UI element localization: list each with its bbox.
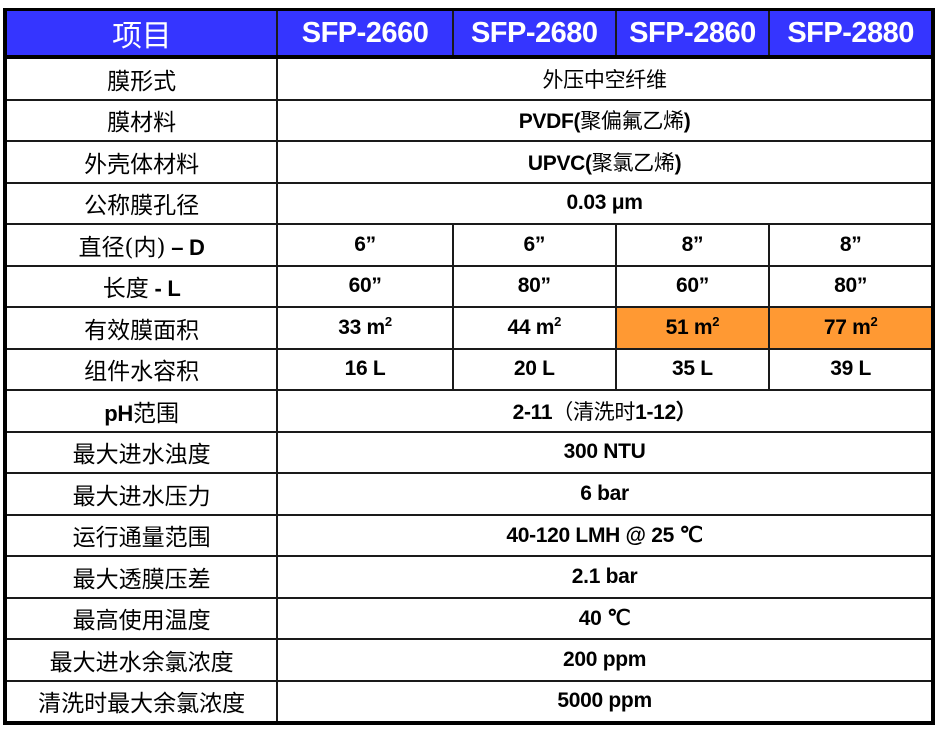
value-superscript: 2 xyxy=(870,313,878,329)
value-superscript: 2 xyxy=(554,313,562,329)
row-label-flux-range: 运行通量范围 xyxy=(3,513,279,557)
value-text-tail: ) xyxy=(683,110,691,134)
value-membrane-type: 外压中空纤维 xyxy=(276,56,934,101)
table-row: 组件水容积 16 L 20 L 35 L 39 L xyxy=(3,347,934,391)
value-text-tail: ) xyxy=(674,151,682,175)
value-volume-sfp-2860: 35 L xyxy=(614,347,771,391)
row-label-max-cleaning-chlorine: 清洗时最大余氯浓度 xyxy=(3,679,279,724)
row-label-diameter: 直径(内) – D xyxy=(3,223,279,267)
value-max-cleaning-chlorine: 5000 ppm xyxy=(276,679,934,724)
table-row: 最大进水余氯浓度 200 ppm xyxy=(3,638,934,682)
table-row: 最大进水浊度 300 NTU xyxy=(3,430,934,474)
row-label-housing-material: 外壳体材料 xyxy=(3,140,279,184)
row-label-water-volume: 组件水容积 xyxy=(3,347,279,391)
value-text-cjk: （清洗时 xyxy=(552,399,636,424)
value-text-latin: PVDF( xyxy=(518,110,581,134)
value-text-tail: 1-12） xyxy=(635,400,697,424)
table-row: 运行通量范围 40-120 LMH @ 25 ℃ xyxy=(3,513,934,557)
value-text-cjk: 聚偏氟乙烯 xyxy=(580,109,684,134)
value-volume-sfp-2880: 39 L xyxy=(768,347,934,391)
value-max-feed-chlorine: 200 ppm xyxy=(276,638,934,682)
table-row: 长度 - L 60” 80” 60” 80” xyxy=(3,264,934,308)
label-text-cjk: 直径(内) xyxy=(78,234,166,261)
row-label-max-feed-chlorine: 最大进水余氯浓度 xyxy=(3,638,279,682)
value-length-sfp-2660: 60” xyxy=(276,264,454,308)
value-diameter-sfp-2660: 6” xyxy=(276,223,454,267)
value-housing-material: UPVC(聚氯乙烯) xyxy=(276,140,934,184)
table-row: 膜材料 PVDF(聚偏氟乙烯) xyxy=(3,98,934,142)
label-text-latin: - L xyxy=(148,276,181,302)
row-label-membrane-area: 有效膜面积 xyxy=(3,306,279,350)
table-row: 最大透膜压差 2.1 bar xyxy=(3,555,934,599)
header-model-sfp-2680: SFP-2680 xyxy=(451,8,617,59)
table-row: 外壳体材料 UPVC(聚氯乙烯) xyxy=(3,140,934,184)
value-length-sfp-2880: 80” xyxy=(768,264,934,308)
table-row: pH范围 2-11（清洗时1-12） xyxy=(3,389,934,433)
table-row: 最大进水压力 6 bar xyxy=(3,472,934,516)
row-label-membrane-material: 膜材料 xyxy=(3,98,279,142)
row-label-pore-size: 公称膜孔径 xyxy=(3,181,279,225)
value-diameter-sfp-2860: 8” xyxy=(614,223,771,267)
value-diameter-sfp-2680: 6” xyxy=(451,223,617,267)
value-pore-size: 0.03 μm xyxy=(276,181,934,225)
value-max-pressure: 6 bar xyxy=(276,472,934,516)
value-length-sfp-2860: 60” xyxy=(614,264,771,308)
value-area-sfp-2660: 33 m2 xyxy=(276,306,454,350)
table-row: 最高使用温度 40 ℃ xyxy=(3,596,934,640)
value-area-sfp-2860-highlighted: 51 m2 xyxy=(614,306,771,350)
row-label-max-turbidity: 最大进水浊度 xyxy=(3,430,279,474)
row-label-length: 长度 - L xyxy=(3,264,279,308)
table-row: 膜形式 外压中空纤维 xyxy=(3,56,934,101)
row-label-max-temperature: 最高使用温度 xyxy=(3,596,279,640)
table-body: 膜形式 外压中空纤维 膜材料 PVDF(聚偏氟乙烯) 外壳体材料 UPVC(聚氯… xyxy=(3,56,934,724)
label-text-cjk: 长度 xyxy=(102,276,149,303)
value-number: 77 m xyxy=(823,315,871,339)
value-max-temperature: 40 ℃ xyxy=(276,596,934,640)
spec-table: 项目 SFP-2660 SFP-2680 SFP-2860 SFP-2880 膜… xyxy=(3,8,935,725)
value-max-turbidity: 300 NTU xyxy=(276,430,934,474)
value-diameter-sfp-2880: 8” xyxy=(768,223,934,267)
table-row: 有效膜面积 33 m2 44 m2 51 m2 77 m2 xyxy=(3,306,934,350)
row-label-membrane-type: 膜形式 xyxy=(3,56,279,101)
value-volume-sfp-2680: 20 L xyxy=(451,347,617,391)
label-text-latin: pH xyxy=(104,400,133,426)
value-ph-range: 2-11（清洗时1-12） xyxy=(276,389,934,433)
value-max-tmp: 2.1 bar xyxy=(276,555,934,599)
header-item-label: 项目 xyxy=(3,8,279,59)
header-row: 项目 SFP-2660 SFP-2680 SFP-2860 SFP-2880 xyxy=(3,8,934,59)
row-label-max-tmp: 最大透膜压差 xyxy=(3,555,279,599)
value-volume-sfp-2660: 16 L xyxy=(276,347,454,391)
value-number: 44 m xyxy=(507,315,555,339)
value-flux-range: 40-120 LMH @ 25 ℃ xyxy=(276,513,934,557)
value-text: 外压中空纤维 xyxy=(542,67,667,92)
table-row: 公称膜孔径 0.03 μm xyxy=(3,181,934,225)
value-area-sfp-2880-highlighted: 77 m2 xyxy=(768,306,934,350)
table-row: 直径(内) – D 6” 6” 8” 8” xyxy=(3,223,934,267)
value-number: 33 m xyxy=(338,315,385,339)
value-membrane-material: PVDF(聚偏氟乙烯) xyxy=(276,98,934,142)
header-model-sfp-2880: SFP-2880 xyxy=(768,8,934,59)
table-header: 项目 SFP-2660 SFP-2680 SFP-2860 SFP-2880 xyxy=(3,8,934,59)
label-text-cjk: 范围 xyxy=(132,400,179,427)
row-label-ph-range: pH范围 xyxy=(3,389,279,433)
header-model-sfp-2860: SFP-2860 xyxy=(614,8,771,59)
header-model-sfp-2660: SFP-2660 xyxy=(276,8,454,59)
row-label-max-pressure: 最大进水压力 xyxy=(3,472,279,516)
value-text-latin: 2-11 xyxy=(512,400,553,424)
value-area-sfp-2680: 44 m2 xyxy=(451,306,617,350)
value-superscript: 2 xyxy=(712,313,720,329)
value-text-latin: UPVC( xyxy=(527,151,592,175)
label-text-latin: – D xyxy=(165,234,205,260)
table-row: 清洗时最大余氯浓度 5000 ppm xyxy=(3,679,934,724)
value-superscript: 2 xyxy=(384,313,392,329)
value-text-cjk: 聚氯乙烯 xyxy=(591,150,675,175)
value-length-sfp-2680: 80” xyxy=(451,264,617,308)
value-number: 51 m xyxy=(665,315,713,339)
